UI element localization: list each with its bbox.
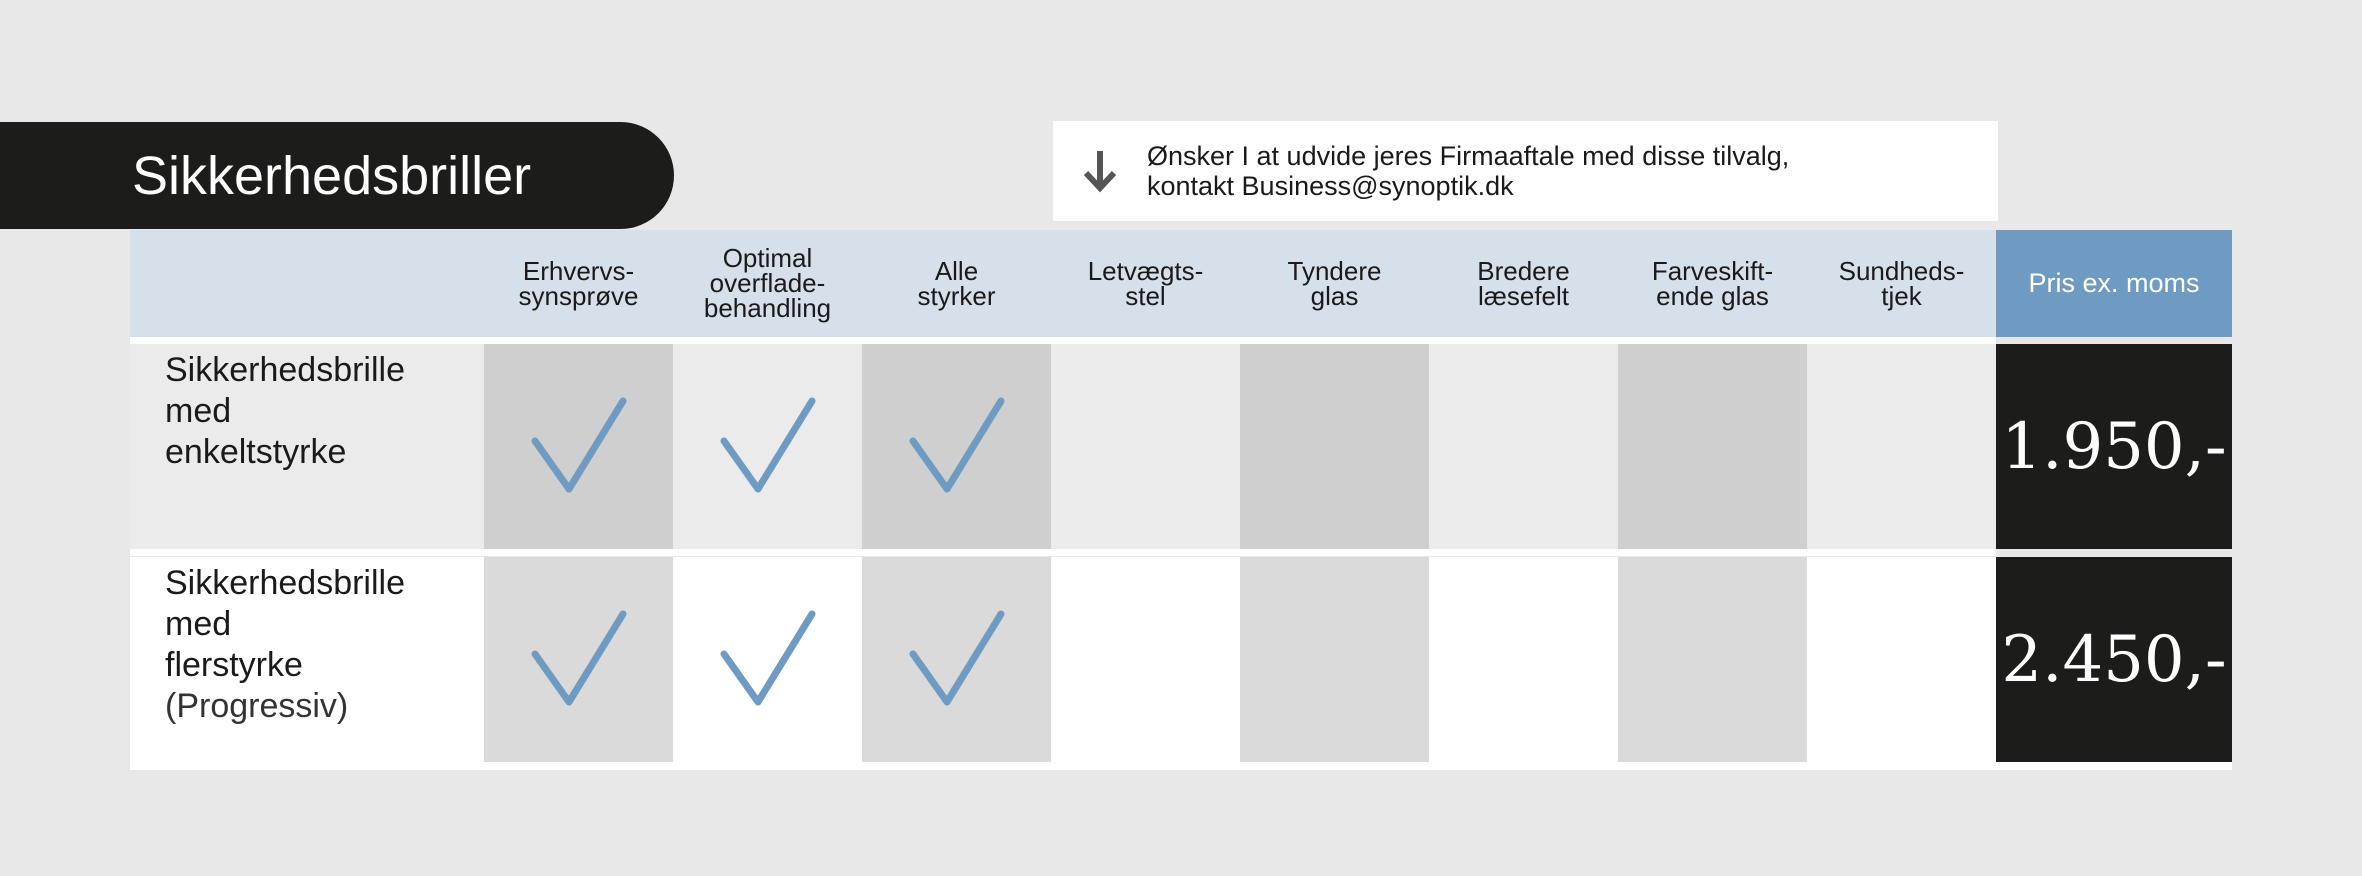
column-header-line: synsprøve xyxy=(518,280,639,311)
price-value: 2.450,- xyxy=(2001,622,2227,697)
row-divider xyxy=(130,549,1996,556)
page-title-text: Sikkerhedsbriller xyxy=(132,145,532,206)
row-label-line: enkeltstyrke xyxy=(165,433,347,471)
notice-text: Ønsker I at udvide jeres Firmaaftale med… xyxy=(1147,141,1789,201)
column-header-line: Farveskift- xyxy=(1651,255,1774,286)
checkmark-icon xyxy=(909,610,1004,705)
column-header-line: læsefelt xyxy=(1477,280,1570,311)
row-label-line: flerstyrke xyxy=(165,646,303,684)
feature-cell xyxy=(1240,344,1429,549)
feature-cell xyxy=(484,557,673,762)
price-cell: 1.950,- xyxy=(1996,344,2232,549)
row-label-line: Sikkerhedsbrille xyxy=(165,351,405,389)
checkmark-icon xyxy=(531,397,626,492)
feature-cell xyxy=(1429,344,1618,549)
column-header-line: glas xyxy=(1310,280,1359,311)
row-label-line: med xyxy=(165,605,232,643)
column-header-letvaegtsstel: Letvægts-stel xyxy=(1051,230,1240,337)
notice-line-1: Ønsker I at udvide jeres Firmaaftale med… xyxy=(1147,141,1790,171)
column-header-line: Letvægts- xyxy=(1087,255,1204,286)
price-value: 1.950,- xyxy=(2001,409,2227,484)
column-header-farveskiftende-glas: Farveskift-ende glas xyxy=(1618,230,1807,337)
feature-cell xyxy=(1618,344,1807,549)
checkmark-icon xyxy=(531,610,626,705)
column-header-sundhedstjek: Sundheds-tjek xyxy=(1807,230,1996,337)
checkmark-icon xyxy=(909,397,1004,492)
column-header-line: behandling xyxy=(703,293,832,323)
price-cell: 2.450,- xyxy=(1996,557,2232,762)
feature-cell xyxy=(1807,557,1996,762)
feature-cell xyxy=(862,557,1051,762)
column-header-line: ende glas xyxy=(1656,280,1769,311)
checkmark-icon xyxy=(720,397,815,492)
feature-cell xyxy=(1240,557,1429,762)
contact-notice: Ønsker I at udvide jeres Firmaaftale med… xyxy=(1053,121,1998,221)
feature-cell xyxy=(1051,557,1240,762)
row-label-line: (Progressiv) xyxy=(165,687,349,725)
row-divider xyxy=(130,337,1996,344)
feature-cell xyxy=(673,557,862,762)
feature-cell xyxy=(1051,344,1240,549)
feature-cell xyxy=(1429,557,1618,762)
column-header-line: Alle xyxy=(934,255,979,286)
column-header-line: tjek xyxy=(1881,280,1922,311)
price-header-label: Pris ex. moms xyxy=(2028,268,2200,298)
column-header-line: Tyndere xyxy=(1287,255,1382,286)
column-header-erhvervssynsproeve: Erhvervs-synsprøve xyxy=(484,230,673,337)
feature-cell xyxy=(484,344,673,549)
column-header-line: Bredere xyxy=(1477,255,1570,286)
row-label-line: Sikkerhedsbrille xyxy=(165,564,405,602)
row-label-line: med xyxy=(165,392,232,430)
row-label: Sikkerhedsbrille med flerstyrke (Progres… xyxy=(165,563,405,727)
feature-cell xyxy=(862,344,1051,549)
column-header-line: Optimal xyxy=(722,243,813,273)
arrow-down-icon xyxy=(1053,149,1147,193)
column-header-line: Erhvervs- xyxy=(522,255,635,286)
feature-cell xyxy=(1807,344,1996,549)
column-header-line: styrker xyxy=(917,280,996,311)
checkmark-icon xyxy=(720,610,815,705)
price-column-header: Pris ex. moms xyxy=(1996,230,2232,337)
page-title: Sikkerhedsbriller xyxy=(0,122,674,229)
table-bottom-border xyxy=(130,762,2232,770)
table-row: Sikkerhedsbrille med flerstyrke (Progres… xyxy=(130,557,1996,762)
table-row: Sikkerhedsbrille med enkeltstyrke xyxy=(130,344,1996,549)
column-header-line: overflade- xyxy=(709,268,826,298)
feature-cell xyxy=(1618,557,1807,762)
column-header-line: Sundheds- xyxy=(1838,255,1965,286)
row-label: Sikkerhedsbrille med enkeltstyrke xyxy=(165,350,405,473)
feature-cell xyxy=(673,344,862,549)
column-header-line: stel xyxy=(1125,280,1166,311)
notice-line-2: kontakt Business@synoptik.dk xyxy=(1147,171,1514,201)
